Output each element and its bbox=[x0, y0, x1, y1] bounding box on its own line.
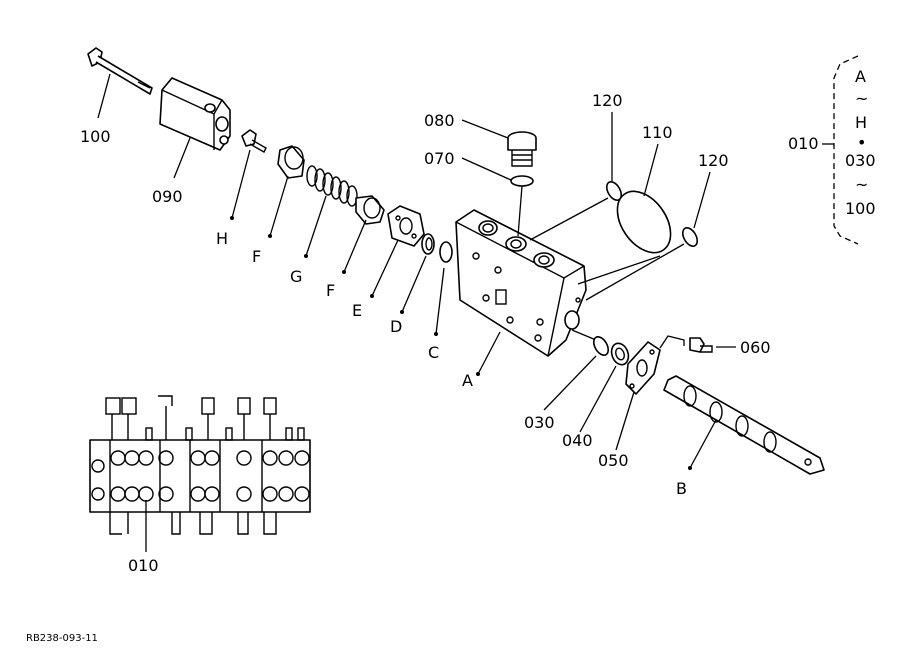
label-010: 010 bbox=[128, 556, 159, 575]
label-A: A bbox=[462, 371, 473, 390]
drawing-code: RB238-093-11 bbox=[26, 633, 98, 644]
leader-080 bbox=[461, 119, 509, 139]
assembly-line-110 bbox=[577, 255, 661, 285]
part-040-washer bbox=[610, 342, 630, 366]
part-110-o-ring bbox=[616, 190, 672, 254]
part-090-cover bbox=[159, 77, 231, 151]
part-B-spool bbox=[663, 375, 825, 475]
leader-G bbox=[305, 195, 327, 257]
leader-A bbox=[477, 331, 501, 375]
leader-dot-B bbox=[688, 466, 692, 470]
leader-E bbox=[371, 239, 399, 297]
set-note-line4: 100 bbox=[845, 199, 876, 218]
label-080: 080 bbox=[424, 111, 455, 130]
part-E-flange bbox=[387, 205, 425, 247]
label-100: 100 bbox=[80, 127, 111, 146]
set-note-tilde1: ~ bbox=[855, 89, 868, 108]
label-120-right: 120 bbox=[698, 151, 729, 170]
label-090: 090 bbox=[152, 187, 183, 206]
label-F-2: F bbox=[326, 281, 335, 300]
leader-dot-D bbox=[400, 310, 404, 314]
label-H: H bbox=[216, 229, 228, 248]
leader-dot-F1 bbox=[268, 234, 272, 238]
leader-H bbox=[231, 149, 251, 219]
label-F-1: F bbox=[252, 247, 261, 266]
leader-070 bbox=[461, 157, 512, 181]
part-030-o-ring bbox=[592, 336, 610, 356]
label-040: 040 bbox=[562, 431, 593, 450]
part-120-o-ring-right bbox=[681, 227, 699, 247]
label-120-left: 120 bbox=[592, 91, 623, 110]
part-C-o-ring bbox=[439, 241, 453, 263]
part-050-plate bbox=[625, 341, 661, 395]
part-A-valve-body bbox=[455, 209, 587, 357]
part-G-spring bbox=[306, 165, 358, 207]
assembly-line-120-right bbox=[585, 243, 685, 301]
part-080-plug bbox=[507, 131, 537, 167]
label-030: 030 bbox=[524, 413, 555, 432]
set-note-bullet: • bbox=[857, 133, 866, 152]
label-050: 050 bbox=[598, 451, 629, 470]
leader-B bbox=[689, 419, 717, 469]
leader-D bbox=[401, 255, 427, 313]
part-H-screw bbox=[241, 129, 267, 153]
set-note-tilde2: ~ bbox=[855, 175, 868, 194]
leader-C bbox=[435, 267, 445, 335]
part-D-washer bbox=[421, 233, 435, 255]
leader-dot-A bbox=[476, 372, 480, 376]
leader-030 bbox=[543, 355, 597, 411]
set-note-code: 010 bbox=[788, 134, 819, 153]
part-060-screw bbox=[689, 337, 713, 353]
label-E: E bbox=[352, 301, 362, 320]
label-D: D bbox=[390, 317, 402, 336]
leader-dot-F2 bbox=[342, 270, 346, 274]
leader-100 bbox=[97, 73, 111, 119]
assembly-line-030 bbox=[571, 329, 597, 341]
leader-dot-C bbox=[434, 332, 438, 336]
part-F-spring-seat-2 bbox=[355, 195, 385, 225]
leader-050 bbox=[615, 391, 635, 451]
assembly-line-070 bbox=[517, 185, 523, 237]
part-100-bolt bbox=[87, 47, 153, 95]
label-070: 070 bbox=[424, 149, 455, 168]
leader-F2 bbox=[343, 219, 367, 273]
leader-040 bbox=[579, 365, 617, 433]
label-060: 060 bbox=[740, 338, 771, 357]
part-070-o-ring bbox=[510, 175, 534, 187]
set-note-line3: 030 bbox=[845, 151, 876, 170]
leader-110 bbox=[643, 143, 659, 197]
label-C: C bbox=[428, 343, 439, 362]
label-110: 110 bbox=[642, 123, 673, 142]
assembly-overview-010 bbox=[89, 395, 311, 535]
label-G: G bbox=[290, 267, 302, 286]
leader-dot-H bbox=[230, 216, 234, 220]
leader-dot-E bbox=[370, 294, 374, 298]
set-note-line2: H bbox=[855, 113, 867, 132]
leader-120-right bbox=[693, 171, 711, 229]
leader-dot-G bbox=[304, 254, 308, 258]
leader-060-bracket bbox=[659, 335, 685, 349]
label-B: B bbox=[676, 479, 687, 498]
part-F-spring-seat-1 bbox=[277, 145, 305, 179]
leader-090 bbox=[173, 137, 191, 179]
assembly-line-120-left bbox=[529, 197, 609, 241]
leader-F1 bbox=[269, 175, 289, 237]
set-note-line1: A bbox=[855, 67, 866, 86]
